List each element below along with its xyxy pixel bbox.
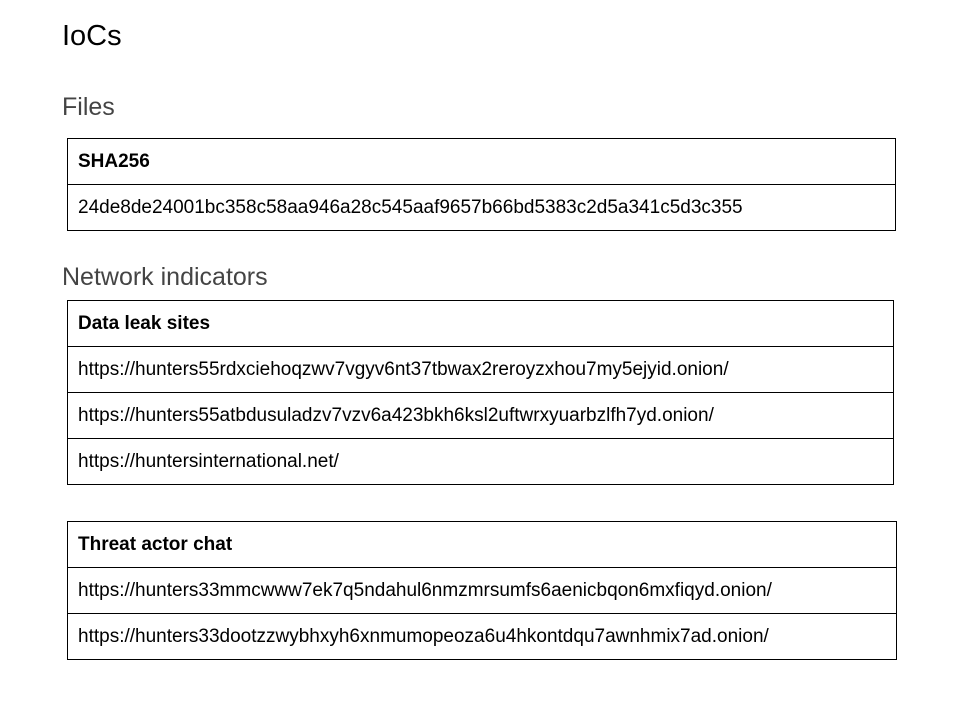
data-leak-site-url: https://hunters55atbdusuladzv7vzv6a423bk… [67,392,894,439]
table-row: https://hunters33dootzzwybhxyh6xnmumopeo… [67,613,897,660]
table-row: 24de8de24001bc358c58aa946a28c545aaf9657b… [67,184,896,231]
data-leak-site-url: https://hunters55rdxciehoqzwv7vgyv6nt37t… [67,346,894,393]
table-row: https://huntersinternational.net/ [67,438,894,485]
threat-actor-chat-url: https://hunters33mmcwww7ek7q5ndahul6nmzm… [67,567,897,614]
data-leak-sites-table: Data leak sites https://hunters55rdxcieh… [67,300,894,485]
sha256-header: SHA256 [67,138,896,185]
sha256-value: 24de8de24001bc358c58aa946a28c545aaf9657b… [67,184,896,231]
network-indicators-heading: Network indicators [62,263,268,291]
data-leak-sites-header: Data leak sites [67,300,894,347]
sha256-table: SHA256 24de8de24001bc358c58aa946a28c545a… [67,138,896,231]
table-row: https://hunters55atbdusuladzv7vzv6a423bk… [67,392,894,439]
table-row: https://hunters33mmcwww7ek7q5ndahul6nmzm… [67,567,897,614]
files-heading: Files [62,93,115,121]
table-header-row: SHA256 [67,138,896,185]
table-header-row: Data leak sites [67,300,894,347]
page-title: IoCs [62,20,122,52]
threat-actor-chat-header: Threat actor chat [67,521,897,568]
table-row: https://hunters55rdxciehoqzwv7vgyv6nt37t… [67,346,894,393]
threat-actor-chat-table: Threat actor chat https://hunters33mmcww… [67,521,897,660]
threat-actor-chat-url: https://hunters33dootzzwybhxyh6xnmumopeo… [67,613,897,660]
data-leak-site-url: https://huntersinternational.net/ [67,438,894,485]
table-header-row: Threat actor chat [67,521,897,568]
